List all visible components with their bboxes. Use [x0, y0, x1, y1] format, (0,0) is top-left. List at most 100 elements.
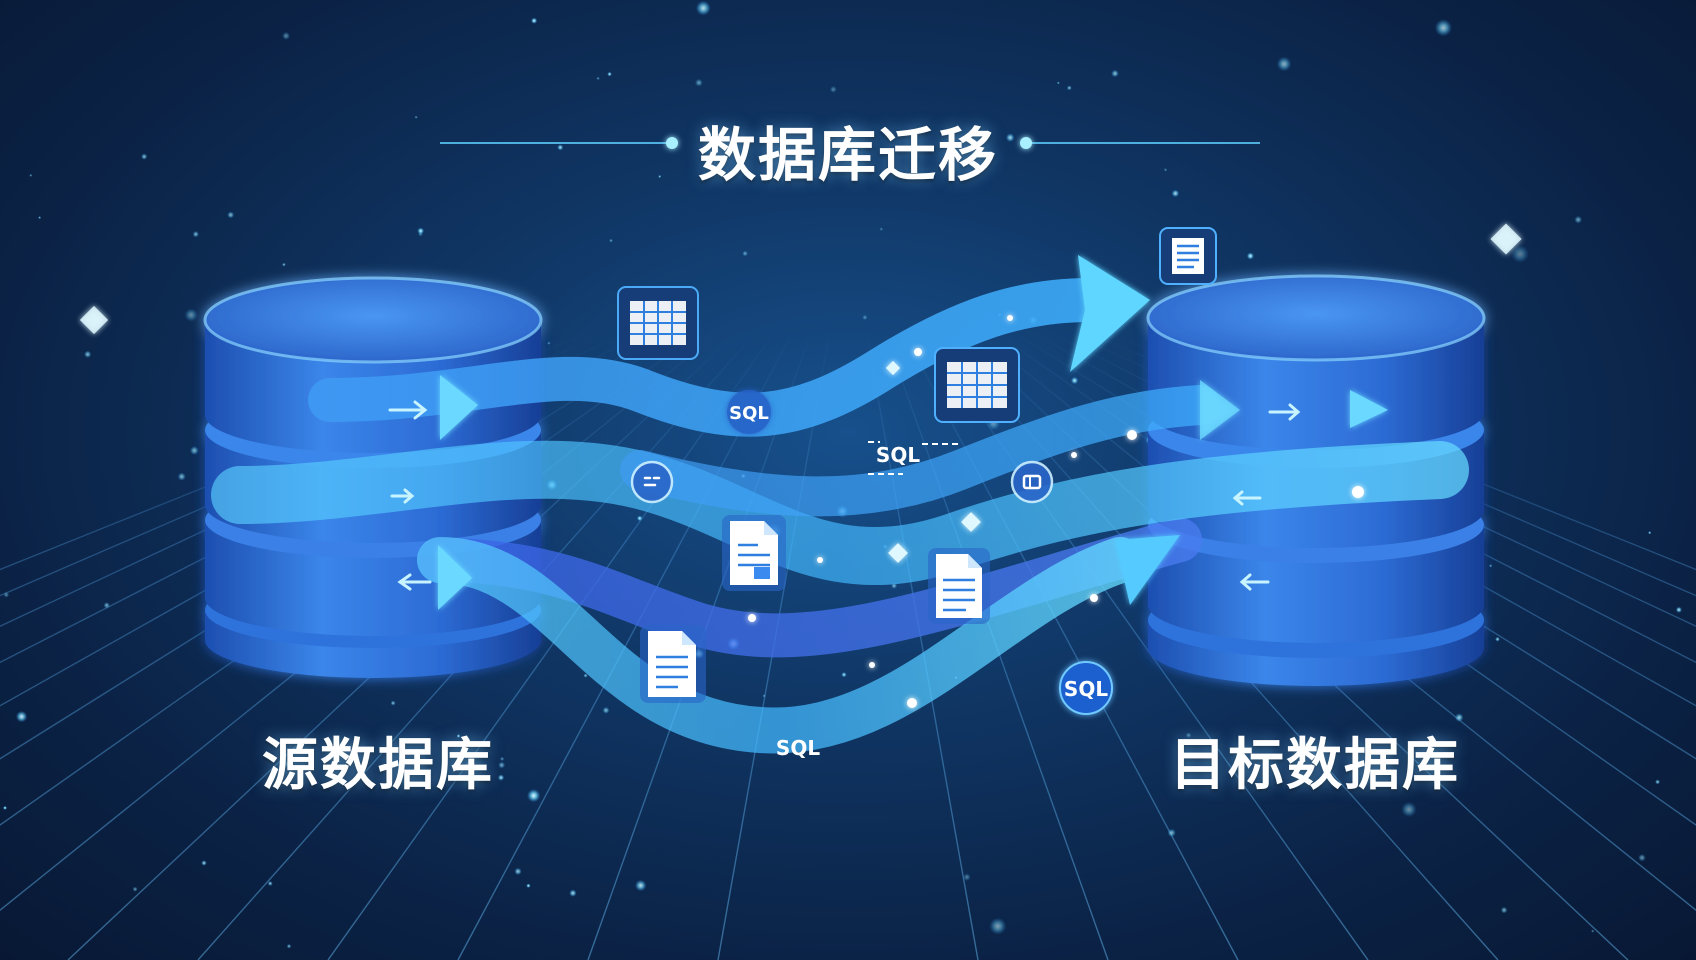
code-circle-icon — [630, 460, 674, 504]
arrow-right-icon — [1115, 535, 1180, 605]
particle — [497, 774, 505, 781]
particle — [583, 673, 588, 678]
sql-badge: SQL — [1059, 661, 1113, 715]
particle — [1500, 906, 1508, 914]
document-icon — [1159, 227, 1217, 285]
particle — [1511, 244, 1529, 263]
particle — [15, 710, 28, 723]
particle — [1638, 853, 1646, 862]
particle — [38, 216, 42, 220]
table-icon — [617, 286, 699, 360]
particle — [989, 917, 1007, 935]
particle — [1171, 189, 1180, 198]
particle — [636, 515, 643, 522]
grid-line — [327, 329, 777, 960]
particle — [1246, 252, 1254, 260]
particle — [695, 78, 703, 87]
arrow-right-icon — [1070, 255, 1150, 372]
particle — [1488, 564, 1493, 568]
arrow-right-icon — [438, 545, 472, 610]
target-database-icon — [1146, 274, 1486, 686]
particle — [286, 943, 292, 949]
database-circle-icon — [1010, 460, 1054, 504]
particle — [1454, 713, 1464, 722]
particle — [456, 734, 461, 738]
particle — [284, 760, 293, 768]
particle — [499, 756, 505, 762]
particle — [1648, 531, 1652, 535]
document-icon — [722, 515, 786, 591]
particle — [762, 694, 766, 698]
particle — [1675, 606, 1682, 613]
source-database-label: 源数据库 — [262, 733, 494, 798]
particle — [390, 700, 396, 706]
particle — [29, 173, 33, 177]
flow-stream-upper — [620, 385, 1220, 517]
particle — [1163, 168, 1168, 172]
particle — [658, 174, 662, 179]
table-icon — [934, 347, 1020, 423]
particle — [414, 115, 418, 119]
particle — [103, 602, 110, 609]
document-icon — [640, 625, 706, 703]
sql-badge-text: SQL — [776, 736, 820, 760]
stream-arrow-marks — [388, 400, 1301, 591]
particle — [192, 231, 199, 238]
particle — [841, 672, 847, 678]
grid-line — [865, 329, 979, 960]
particle — [635, 879, 647, 892]
particle — [514, 867, 522, 876]
particle — [1495, 636, 1500, 642]
stream-sparkles — [748, 315, 1364, 708]
flow-stream-middle — [211, 440, 1469, 585]
particle — [607, 71, 612, 77]
sql-badge: SQL — [868, 441, 958, 475]
particle — [783, 148, 787, 152]
particle — [609, 238, 613, 243]
particle — [602, 706, 610, 714]
flow-stream-bottom — [417, 537, 1143, 754]
particle — [177, 472, 186, 481]
particle — [282, 31, 291, 40]
target-database-label: 目标数据库 — [1170, 733, 1460, 798]
flow-stream-deep — [418, 518, 1202, 658]
particle — [963, 873, 971, 881]
page-title: 数据库迁移 — [697, 121, 998, 189]
sql-badge-text: SQL — [876, 443, 920, 467]
particle — [3, 591, 10, 598]
arrow-right-icon — [440, 375, 478, 440]
particle — [879, 227, 884, 231]
sql-badge-text: SQL — [1064, 677, 1108, 701]
particle — [547, 341, 551, 345]
particle — [596, 76, 600, 81]
particle — [1070, 376, 1079, 385]
particle — [829, 85, 837, 93]
particle — [1005, 133, 1015, 142]
particle — [227, 211, 235, 219]
particle — [862, 314, 868, 321]
particle — [1111, 69, 1119, 78]
particle — [132, 886, 138, 892]
particle — [531, 17, 538, 24]
particle — [1276, 56, 1292, 72]
particle — [1167, 828, 1176, 837]
particle — [526, 883, 531, 888]
sql-badge-text: SQL — [729, 403, 769, 424]
sql-badge: SQL — [776, 736, 820, 760]
particle — [1655, 779, 1661, 785]
flow-arrowheads — [438, 255, 1388, 610]
particle — [1401, 801, 1417, 818]
arrow-right-icon — [1200, 380, 1240, 440]
document-icon — [928, 548, 990, 624]
sql-badge: SQL — [727, 390, 771, 434]
particle — [569, 889, 577, 897]
particle — [417, 227, 425, 235]
particle — [201, 860, 207, 866]
particle — [189, 446, 199, 455]
particle — [1591, 929, 1595, 933]
particle — [1185, 732, 1192, 738]
particle — [282, 262, 286, 267]
particle — [557, 144, 564, 151]
